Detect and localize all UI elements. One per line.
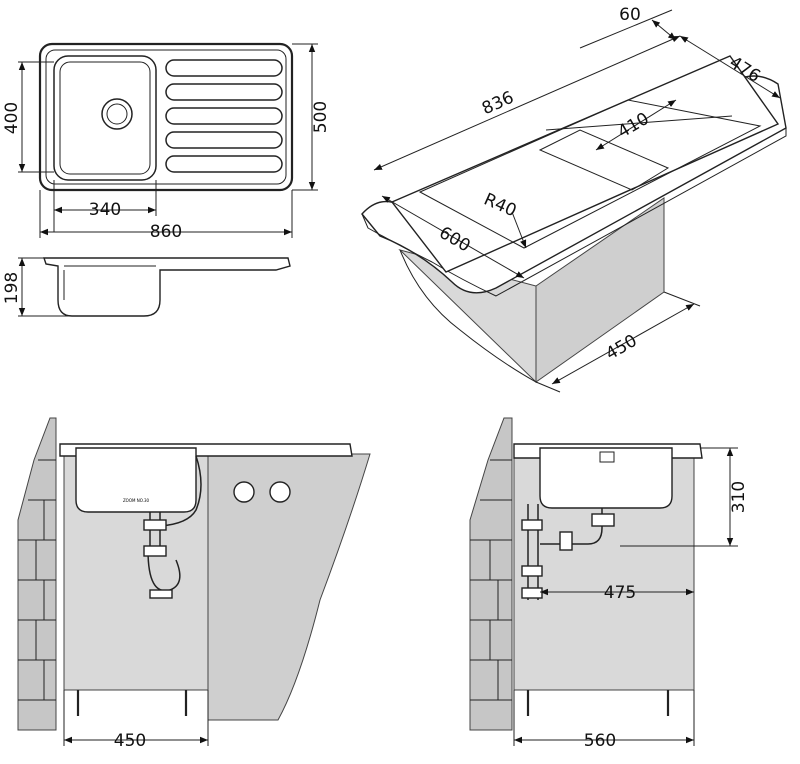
dim-310-label: 310 [729, 481, 749, 513]
dim-450-iso-line [551, 303, 695, 385]
dim-450-iso-label: 450 [602, 331, 640, 365]
drainboard-ribs [165, 59, 283, 173]
front-install-view: ZOOM NO.30 450 [17, 417, 371, 751]
dim-400-label: 400 [2, 102, 22, 134]
overflow-hose [159, 455, 202, 527]
side-install-view: 310 475 560 [469, 417, 749, 751]
dim-560-label: 560 [584, 731, 616, 751]
side-sink-bowl [539, 447, 673, 509]
dim-60-label: 60 [619, 5, 641, 25]
dim-600-line [381, 195, 525, 279]
dim-410-line [595, 99, 677, 151]
dim-836-line [373, 35, 681, 171]
dim-860-label: 860 [150, 222, 182, 242]
cabinet-legs-side [526, 690, 670, 716]
dim-60-line [651, 19, 677, 41]
bowl-inner [59, 61, 151, 175]
brick-lines [18, 459, 56, 701]
dim-340-label: 340 [89, 200, 121, 220]
sink-outline [38, 42, 294, 192]
dim-836-label: 836 [479, 88, 517, 119]
front-sink-bowl [75, 447, 197, 513]
top-view: 400 500 340 860 [2, 42, 331, 242]
brick-wall-left [17, 417, 57, 731]
drain-inner [106, 103, 128, 125]
bowl-outline [53, 55, 157, 181]
drain-hole [101, 98, 133, 130]
brick-lines-right [470, 459, 512, 701]
isometric-view: 836 60 476 410 R40 600 450 [361, 5, 787, 393]
side-drain-pipe [540, 508, 603, 545]
brick-wall-right [469, 417, 513, 731]
valve-knob-1 [233, 481, 255, 503]
valve-knob-2 [269, 481, 291, 503]
dim-500-label: 500 [311, 101, 331, 133]
drain-label: ZOOM NO.30 [123, 498, 150, 503]
cabinet-legs-front [76, 690, 188, 716]
sink-profile [43, 257, 291, 317]
cabinet-right [207, 453, 371, 721]
sink-inner-rim [45, 49, 287, 185]
dim-450-front-label: 450 [114, 731, 146, 751]
dim-476-line [679, 35, 781, 99]
side-profile-view: 198 [2, 257, 291, 317]
dim-475-label: 475 [604, 583, 636, 603]
dim-198-label: 198 [2, 272, 22, 304]
